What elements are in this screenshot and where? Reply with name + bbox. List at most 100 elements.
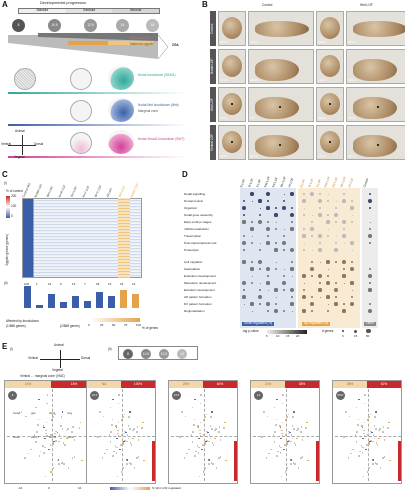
v-dot-4-27 [366, 471, 369, 473]
v-dot-4-14 [387, 427, 389, 429]
scale-bar [90, 318, 140, 322]
e-xtick-2: 10 [78, 486, 82, 490]
v-dot-3-54 [307, 459, 309, 462]
v-dot-3-42 [289, 431, 291, 434]
v-dot-3-17 [292, 462, 295, 464]
count-0-2: 20/20 [318, 40, 326, 44]
v-dot-3-69 [263, 411, 265, 413]
v-dot-4-3 [382, 456, 384, 459]
embryo-1-1 [255, 59, 299, 81]
v-dot-2-17 [210, 462, 213, 464]
v-dot-0-7 [72, 426, 74, 428]
dot-148 [302, 288, 306, 292]
v-dot-0-69 [20, 411, 23, 413]
v-dot-2-63 [199, 434, 202, 437]
v-dot-1-54 [143, 459, 145, 462]
v-dot-2-24 [211, 411, 213, 413]
bar-count-2: 14 [48, 282, 52, 286]
v-dot-1-44 [104, 452, 106, 455]
v-dot-3-30 [283, 448, 285, 451]
stage-circle-2: 10.5 [48, 19, 61, 32]
pct-b-1: 100% [121, 381, 155, 388]
v-dot-2-44 [186, 452, 188, 455]
dot-157 [302, 295, 306, 299]
dot-99 [251, 261, 253, 263]
v-dot-4-38 [368, 416, 370, 418]
v-dot-4-41 [364, 394, 366, 396]
gene-label-3: nog [67, 411, 73, 415]
row-magenta-label: Nodal-Smad2 knockdown (SWT) [138, 137, 185, 141]
v-dot-0-60 [53, 440, 55, 443]
v-dot-2-3 [218, 456, 220, 459]
dot-116 [327, 268, 329, 270]
v-dot-2-61 [212, 463, 214, 465]
v-dot-2-20 [204, 467, 207, 469]
dot-161 [335, 296, 337, 298]
v-dot-2-35 [206, 430, 208, 433]
v-dot-1-46 [126, 434, 129, 437]
term-top-3: Nodal gene assembly [184, 213, 213, 217]
dot-80 [275, 242, 277, 244]
v-dot-2-51 [194, 454, 196, 457]
v-dot-0-38 [52, 416, 54, 418]
e-axis-dorsal: Dorsal [81, 356, 91, 360]
d-col-l-4: NV LOF [271, 176, 279, 188]
dot-150 [334, 288, 338, 292]
row-label-3: Ventral LOF [210, 125, 216, 160]
embryo-mark-3-2 [329, 141, 331, 143]
stage-circles: 8 10.5 12.5 14 16 [8, 17, 168, 33]
embryo-0-3 [353, 21, 405, 37]
v-dot-3-58 [265, 457, 268, 459]
v-dot-2-66 [197, 426, 200, 429]
d-col-r-6: All LOF [347, 177, 355, 188]
embryo-2-1 [255, 97, 299, 119]
v-dot-3-7 [300, 426, 303, 428]
count-0-3: 20/20 [348, 40, 356, 44]
bar-2 [48, 294, 55, 308]
heat-legend-200: 200 [11, 194, 17, 198]
scale-label: % of genes [142, 326, 158, 330]
v-dot-4-65 [374, 415, 376, 418]
v-dot-1-39 [136, 431, 138, 433]
v-dot-1-45 [121, 418, 123, 421]
v-dot-1-22 [108, 434, 111, 436]
v-dot-3-25 [291, 425, 294, 427]
v-dot-0-4 [25, 415, 27, 418]
axis-ventral: Ventral [1, 142, 11, 146]
v-dot-0-35 [55, 430, 57, 433]
side-bar-2 [234, 441, 237, 481]
dot-137 [326, 281, 330, 285]
dot-75 [368, 234, 372, 238]
dot-63 [343, 228, 345, 230]
dot-134 [282, 281, 286, 285]
v-dot-2-29 [179, 436, 181, 438]
bar-9 [132, 294, 139, 308]
dot-53 [350, 220, 354, 224]
term-bot-4: Ectoderm development [184, 288, 215, 292]
stage-badge-3: 14 [254, 391, 263, 400]
v-dot-0-43 [73, 439, 76, 441]
bar-8 [120, 290, 127, 308]
bar-5 [84, 301, 91, 308]
v-dot-1-61 [130, 463, 132, 465]
dot-3 [290, 192, 294, 196]
other-bg [362, 188, 378, 328]
v-dot-2-26 [196, 445, 199, 447]
h-axis-0 [7, 436, 97, 437]
v-dot-4-64 [376, 443, 379, 446]
dot-111 [266, 267, 270, 271]
stage-badge-1: 10.5 [90, 391, 99, 400]
dot-83 [319, 242, 321, 244]
dot-88 [243, 249, 245, 251]
v-dot-1-18 [142, 421, 144, 424]
dot-20 [351, 200, 353, 202]
heat-col-9: Nodal GOF [129, 182, 140, 198]
v-dot-1-53 [127, 437, 130, 440]
bar-count-1: 1 [36, 282, 38, 286]
embryo-1-0 [222, 55, 242, 77]
v-dot-1-65 [128, 415, 130, 418]
dot-155 [275, 296, 277, 298]
dot-117 [343, 268, 345, 270]
